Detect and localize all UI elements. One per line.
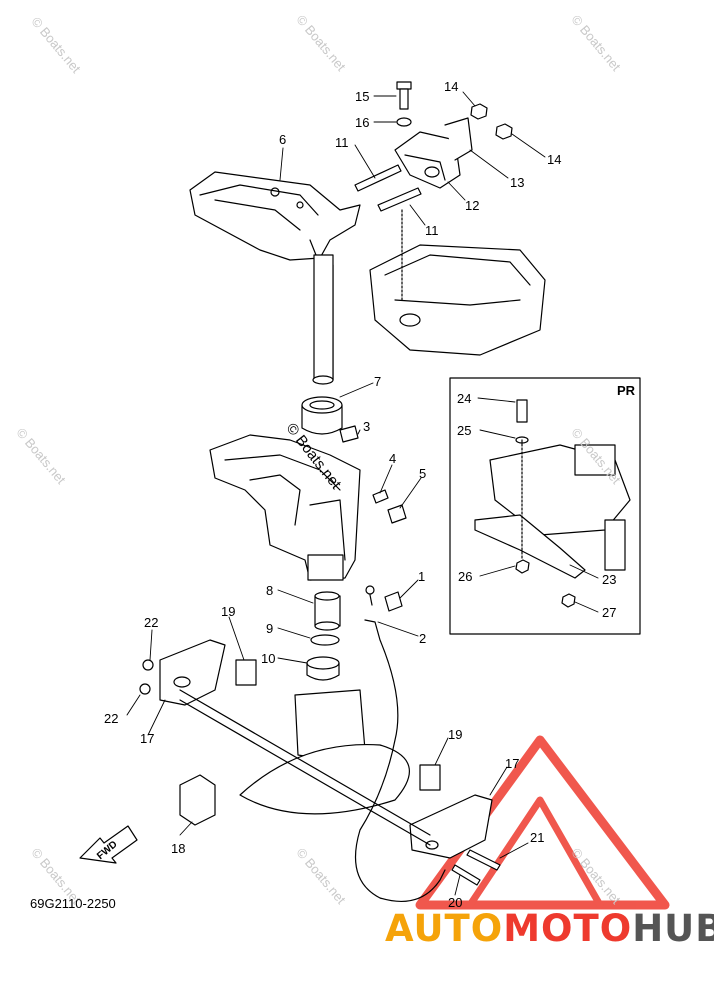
callout-19a: 19 [221,604,236,619]
swivel-bracket [209,434,361,581]
callout-23: 23 [602,572,617,587]
brand-hub: HUB [632,907,714,950]
leader-lines [126,91,599,896]
mount-bracket-17-right [409,794,493,859]
crossbar [179,689,431,846]
pr-inset-box [449,377,641,635]
callout-12: 12 [465,198,480,213]
callout-7: 7 [374,374,382,389]
engine-mount-12 [394,117,473,189]
callout-14a: 14 [444,79,459,94]
callout-18: 18 [171,841,186,856]
o-ring-9 [310,634,340,646]
callout-26: 26 [458,569,473,584]
callout-11a: 11 [335,135,349,150]
bolt-20 [451,864,481,886]
washer-16 [396,117,412,127]
callout-20: 20 [448,895,463,910]
brand-auto: AUTO [385,907,504,950]
callout-15: 15 [355,89,370,104]
callout-6: 6 [279,132,287,147]
damper-18 [179,774,216,826]
callout-13: 13 [510,175,525,190]
callout-8: 8 [266,583,274,598]
damper-19-right [419,764,441,791]
stud-bolt-11a [354,164,402,192]
callout-5: 5 [419,466,427,481]
part-number: 69G2110-2250 [30,896,116,911]
callout-24: 24 [457,391,472,406]
automotohub-logo: AUTOMOTOHUB [385,907,714,950]
callout-19b: 19 [448,727,463,742]
ground-lead-2 [354,585,446,902]
seal-10 [306,656,340,681]
bolt-15 [396,81,412,110]
callout-10: 10 [261,651,276,666]
bolt-5 [387,504,407,524]
callout-22b: 22 [104,711,119,726]
callout-16: 16 [355,115,370,130]
bottom-cowling-casing [369,209,546,356]
forward-arrow-icon [79,825,138,864]
steering-bracket-6 [189,171,361,385]
damper-19-left [235,659,257,686]
bolt-21 [466,849,501,871]
callout-9: 9 [266,621,274,636]
mount-bracket-17-left [159,639,226,706]
callout-25: 25 [457,423,472,438]
brand-moto: MOTO [503,907,633,950]
callout-3: 3 [363,419,371,434]
callout-21: 21 [530,830,545,845]
bushing-7 [301,396,343,435]
nut-14a [470,103,488,120]
washer-22a [142,659,154,671]
callout-4: 4 [389,451,397,466]
upper-case-housing [239,689,410,815]
bushing-8 [314,591,341,631]
inset-label: PR [617,383,636,398]
washer-22b [139,683,151,695]
callout-22a: 22 [144,615,159,630]
pr-inset-parts [474,399,631,608]
callout-17b: 17 [505,756,520,771]
stud-bolt-11b [377,187,422,212]
nut-14b [495,123,513,140]
callout-2: 2 [419,631,427,646]
callout-1: 1 [418,569,426,584]
callout-17a: 17 [140,731,155,746]
callout-14b: 14 [547,152,562,167]
pad-3 [339,425,359,443]
callout-27: 27 [602,605,617,620]
bolt-1 [384,591,403,612]
callout-11b: 11 [425,223,439,238]
